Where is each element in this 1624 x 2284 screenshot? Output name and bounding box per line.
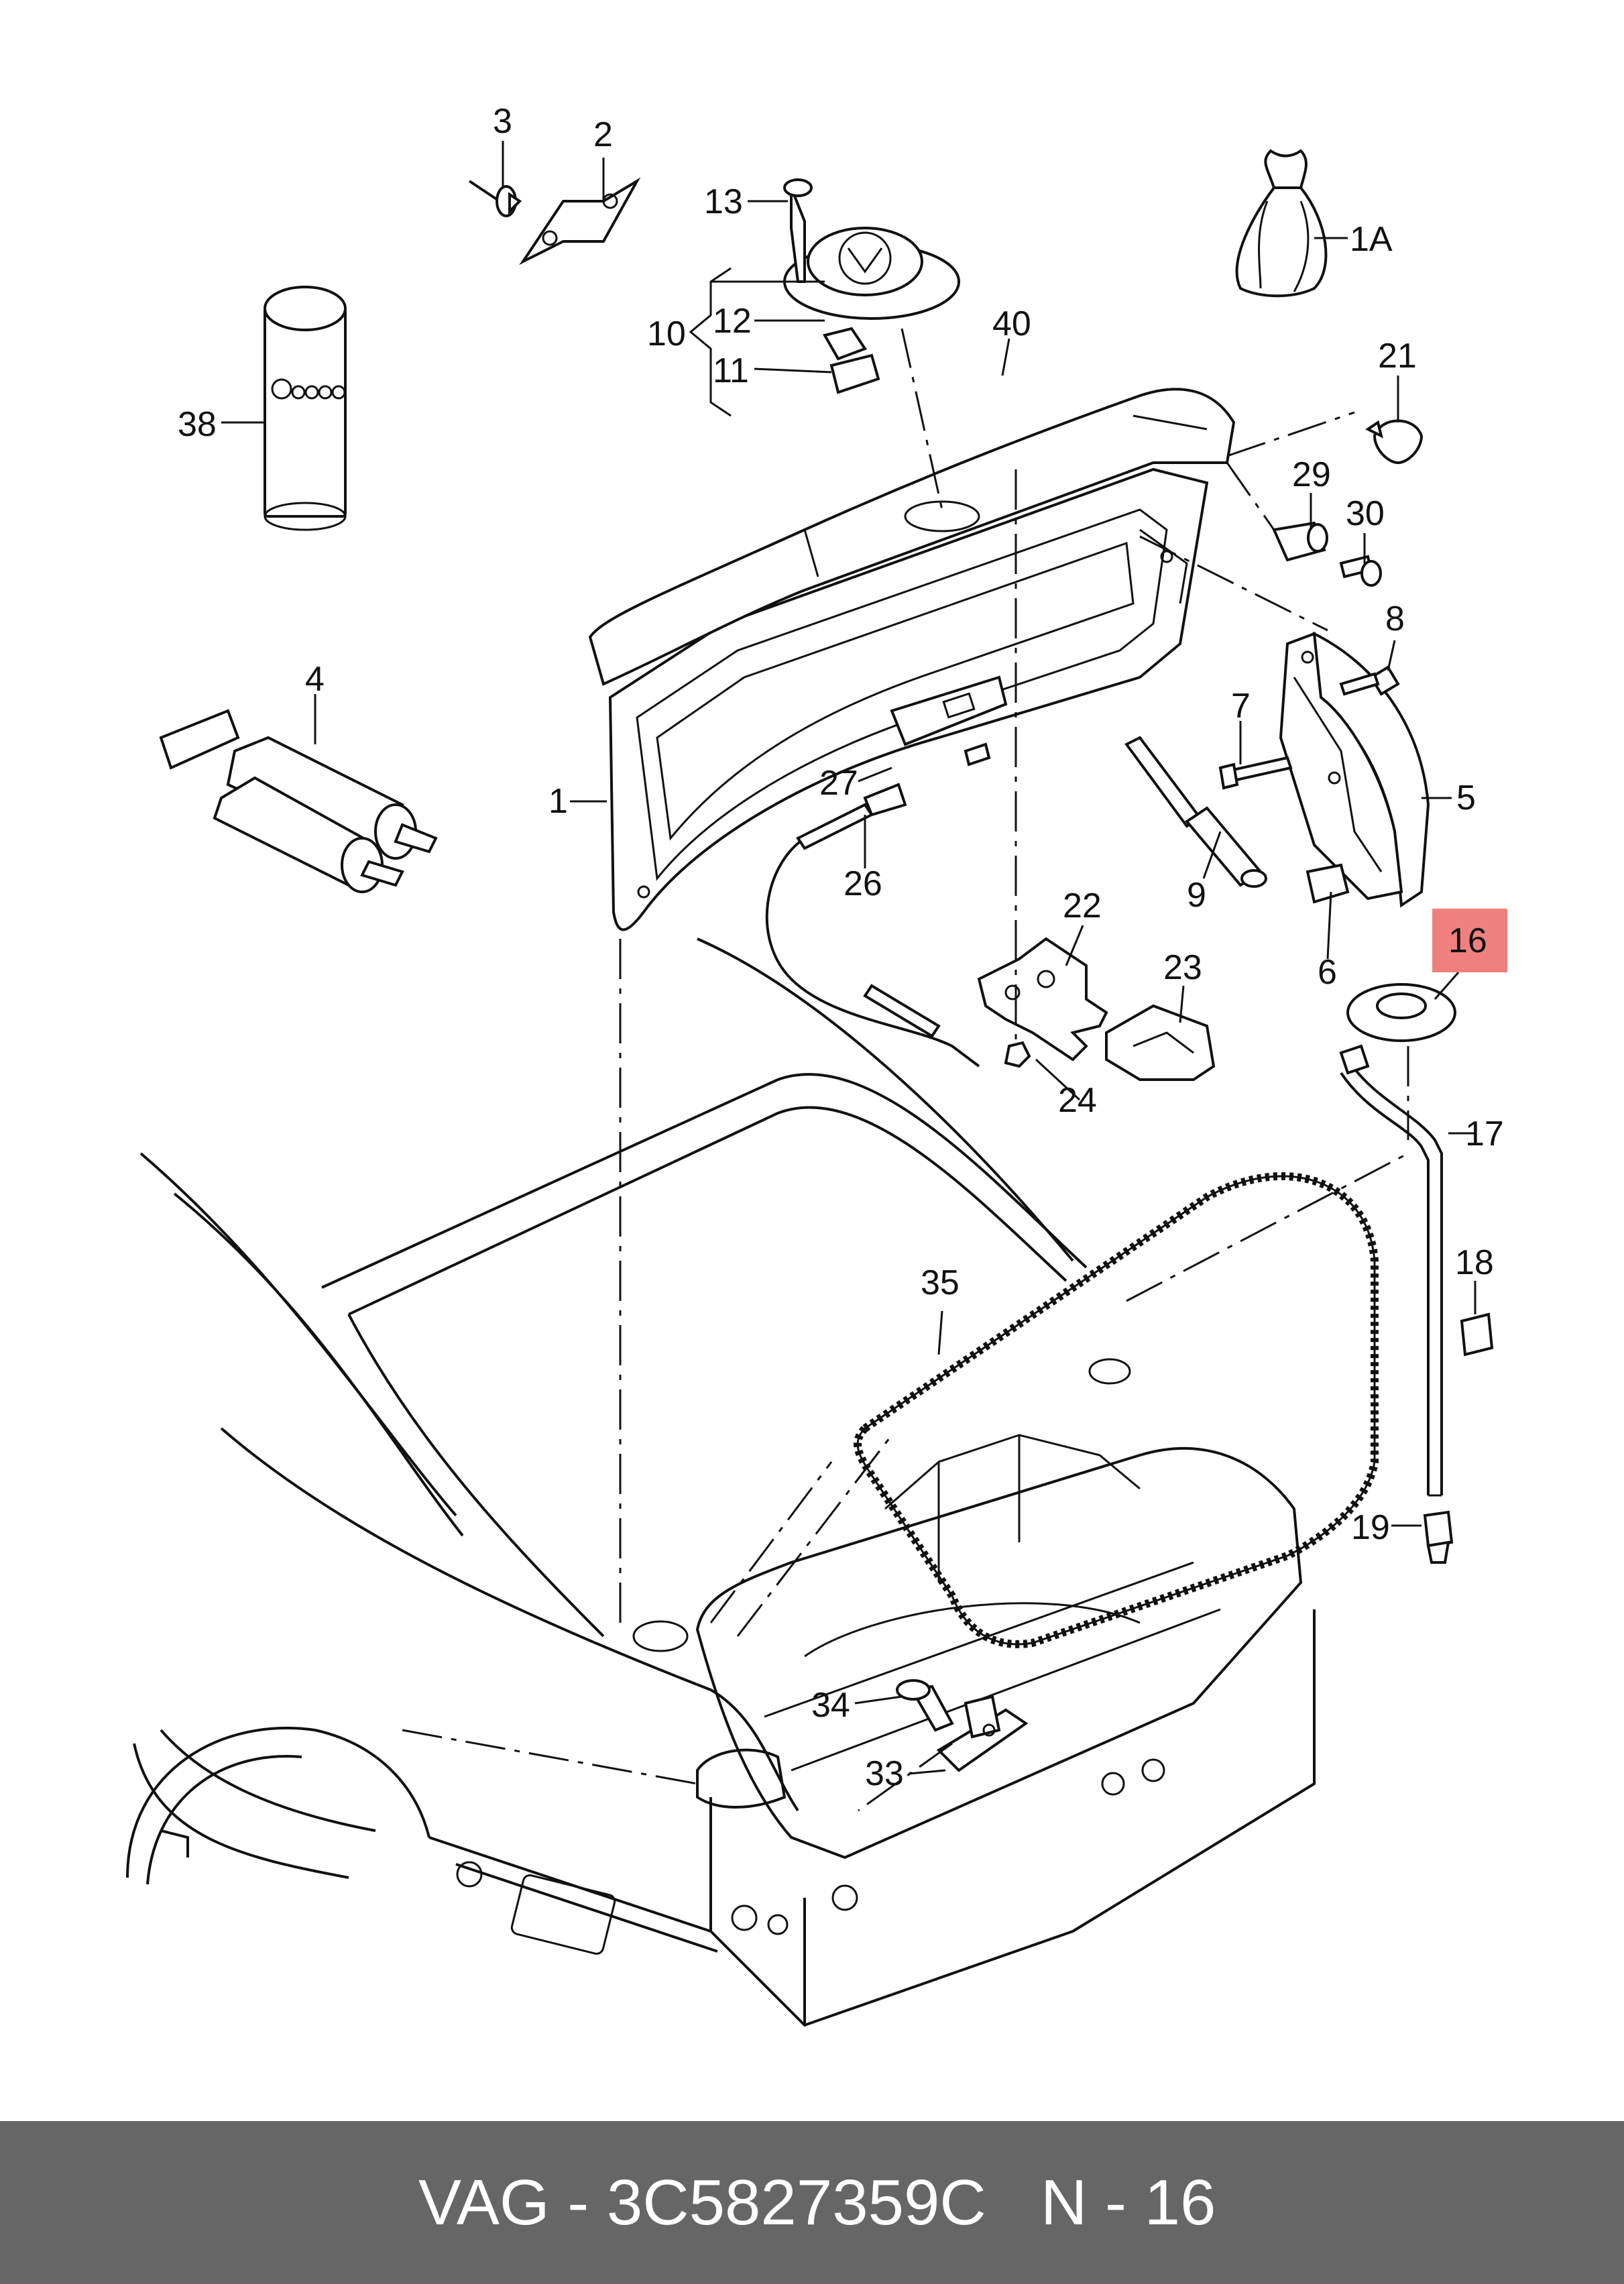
striker-33 xyxy=(936,1695,1029,1772)
callout-34: 34 xyxy=(811,1686,850,1725)
callout-1: 1 xyxy=(548,782,568,821)
spoiler-40 xyxy=(588,388,1236,686)
nut-29 xyxy=(1272,521,1328,562)
grommet-16 xyxy=(1346,983,1456,1042)
callout-16: 16 xyxy=(1448,921,1487,960)
callout-29: 29 xyxy=(1292,455,1331,494)
alignment-lines xyxy=(402,328,1409,1812)
callout-6: 6 xyxy=(1318,953,1337,992)
buffer-23 xyxy=(1105,1004,1216,1081)
bolt-7 xyxy=(1218,756,1293,790)
callout-7: 7 xyxy=(1231,687,1251,726)
callout-5: 5 xyxy=(1456,779,1476,817)
clip-21 xyxy=(1365,419,1424,465)
hinge-5 xyxy=(1279,631,1430,908)
parts-diagram: 3 2 13 10 12 11 40 1A 38 21 29 30 8 4 7 … xyxy=(126,102,1507,2027)
callout-33: 33 xyxy=(865,1754,904,1793)
callout-4: 4 xyxy=(305,660,325,699)
clip-18 xyxy=(1460,1312,1494,1357)
callout-12: 12 xyxy=(713,302,752,341)
pin-19 xyxy=(1423,1510,1454,1564)
part-1A-bag xyxy=(1235,149,1328,298)
callout-19: 19 xyxy=(1351,1508,1390,1547)
callout-30: 30 xyxy=(1346,494,1385,533)
callout-2: 2 xyxy=(593,115,613,154)
callout-13: 13 xyxy=(704,182,743,221)
callout-38: 38 xyxy=(178,405,217,444)
page-number-label: N - 16 xyxy=(1041,2167,1216,2238)
rivet-3 xyxy=(468,180,522,217)
callout-8: 8 xyxy=(1385,599,1405,638)
bolt-34 xyxy=(896,1679,954,1732)
nut-24 xyxy=(1004,1041,1031,1068)
connector-6 xyxy=(1306,863,1350,904)
callout-22: 22 xyxy=(1063,887,1102,925)
callout-18: 18 xyxy=(1455,1243,1494,1282)
footer-bar: VAG - 3C5827359C N - 16 xyxy=(0,2121,1624,2284)
bolt-30 xyxy=(1339,555,1382,587)
lock-22 xyxy=(977,937,1108,1062)
emblem-switch-group xyxy=(783,178,960,394)
bracket-2 xyxy=(519,177,641,266)
callout-27: 27 xyxy=(819,764,858,803)
callout-11: 11 xyxy=(713,351,749,390)
callout-3: 3 xyxy=(493,102,512,141)
callout-24: 24 xyxy=(1058,1081,1097,1120)
dampers-4 xyxy=(159,709,438,893)
spray-can-38 xyxy=(264,286,347,531)
highlight-box-16 xyxy=(1432,909,1507,972)
callout-1A: 1A xyxy=(1350,220,1393,259)
bolt-8 xyxy=(1339,665,1400,696)
cable-26 xyxy=(765,783,980,1068)
callout-21: 21 xyxy=(1378,337,1417,376)
trunk-lid-1 xyxy=(608,467,1209,931)
car-body xyxy=(126,937,1316,2027)
callout-10: 10 xyxy=(647,315,686,353)
part-number-label: VAG - 3C5827359C xyxy=(418,2167,986,2238)
gas-strut-9 xyxy=(1124,736,1267,888)
callout-40: 40 xyxy=(992,304,1031,343)
callout-26: 26 xyxy=(844,864,882,903)
trunk-seal-35 xyxy=(854,1172,1379,1648)
callout-labels: 3 2 13 10 12 11 40 1A 38 21 29 30 8 4 7 … xyxy=(178,102,1504,1793)
callout-23: 23 xyxy=(1163,948,1202,987)
leader-lines xyxy=(221,141,1476,1775)
handle-27 xyxy=(890,675,1008,766)
cable-17 xyxy=(1339,1044,1443,1497)
callout-17: 17 xyxy=(1465,1115,1504,1153)
callout-35: 35 xyxy=(921,1263,960,1302)
callout-9: 9 xyxy=(1187,876,1206,915)
